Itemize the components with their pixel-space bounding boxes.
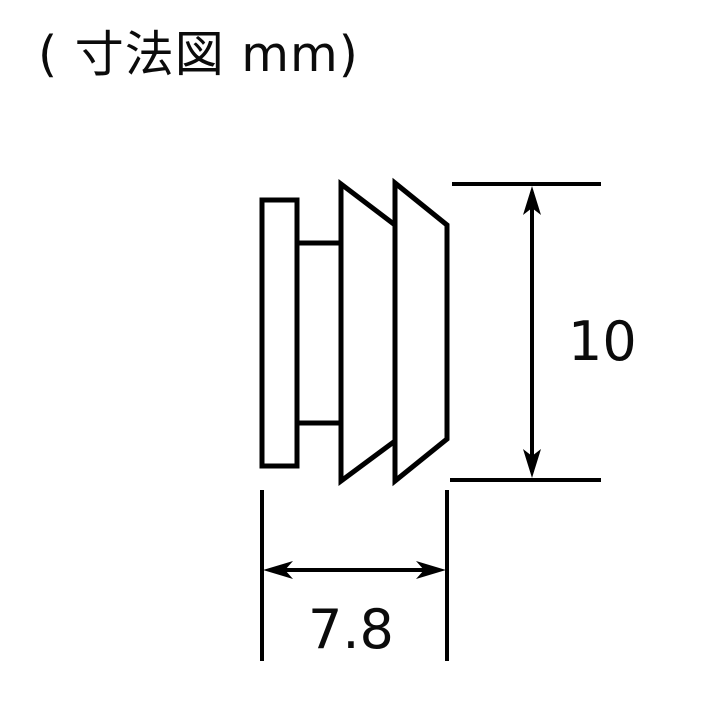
fin-inner [338, 178, 398, 486]
vertical-dim-arrowhead-up [523, 186, 541, 215]
vertical-dim-arrowhead-down [523, 449, 541, 478]
horizontal-dimension-label: 7.8 [308, 598, 394, 661]
horizontal-dimension-group: 7.8 [260, 490, 449, 661]
left-flange-rect [259, 197, 300, 469]
horizontal-dim-arrowhead-left [263, 561, 293, 579]
horizontal-dim-arrowhead-right [416, 561, 446, 579]
fin-outer [392, 177, 450, 487]
page-title: ( 寸法図 mm) [38, 26, 359, 83]
shaft-outline [294, 240, 344, 426]
vertical-dimension-group: 10 [450, 182, 637, 482]
part-outline [259, 177, 450, 487]
vertical-dimension-label: 10 [568, 310, 637, 373]
